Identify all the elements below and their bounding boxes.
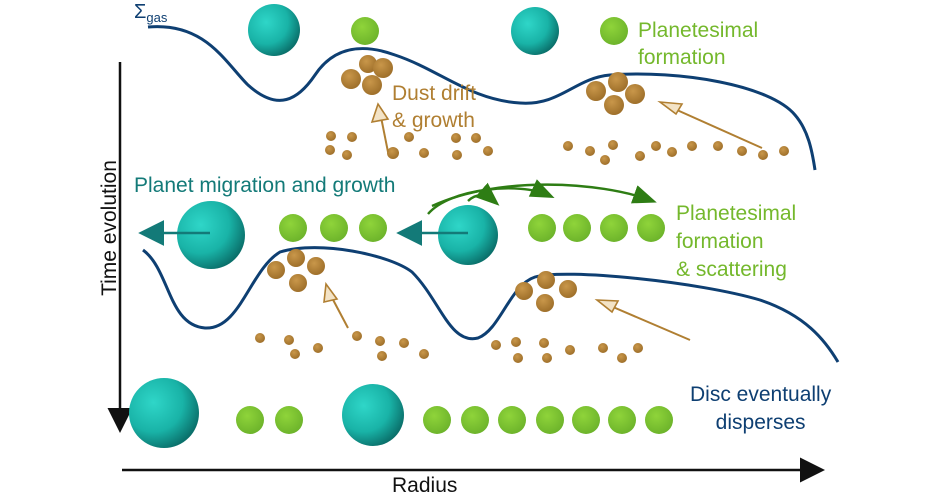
y-axis-label: Time evolution [98, 160, 121, 296]
legend-planetesimal-dot [600, 17, 628, 45]
sigma-gas-label: Σgas [134, 1, 168, 25]
dust-drift-arrow [594, 299, 691, 341]
planetesimal-row [236, 406, 673, 434]
planetesimal-dot [351, 17, 379, 45]
disc-disperses-label: Disc eventually disperses [690, 383, 832, 434]
dust-clump [341, 55, 393, 95]
dust-drift-growth-label: Dust drift & growth [392, 82, 477, 132]
planet-body [342, 384, 404, 446]
planetesimal-scattering-label: Planetesimal formation & scattering [676, 202, 797, 281]
scattering-arrow [431, 183, 657, 208]
dust-drift-arrow [657, 100, 763, 149]
dust-clump [586, 72, 645, 115]
dust-grains [255, 331, 643, 363]
dust-drift-arrow [370, 102, 390, 153]
planetesimal-formation-label: Planetesimal formation [638, 19, 759, 69]
x-axis-label: Radius [392, 474, 458, 497]
planet-body [438, 205, 498, 265]
dust-grains [325, 131, 789, 165]
planet-body [248, 4, 300, 56]
planetesimal-row [279, 214, 665, 242]
dust-drift-arrow [323, 281, 349, 329]
dust-clump [267, 249, 325, 292]
planet-migration-label: Planet migration and growth [134, 174, 396, 197]
gas-profile-curve-top [147, 25, 817, 171]
gas-profile-curve-middle [142, 246, 840, 363]
planet-body [511, 7, 559, 55]
scattering-arrow [467, 182, 500, 206]
planet-body [129, 378, 199, 448]
dust-clump [515, 271, 577, 312]
planet-body [177, 201, 245, 269]
